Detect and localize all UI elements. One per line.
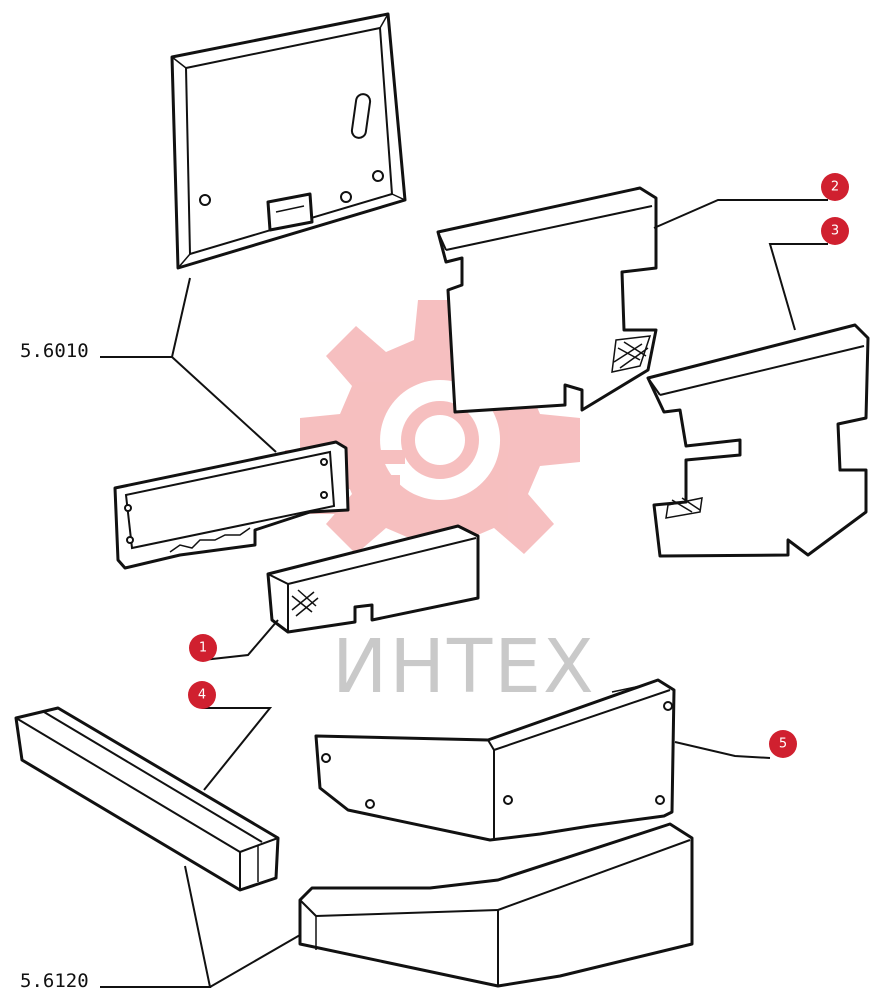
part-code-5-6120: 5.6120 xyxy=(20,970,89,992)
callout-4-label: 4 xyxy=(198,688,206,703)
callout-4[interactable]: 4 xyxy=(188,681,216,709)
base-tray-part xyxy=(298,822,694,988)
callout-5-label: 5 xyxy=(779,737,787,752)
callout-2-label: 2 xyxy=(831,180,839,195)
part-code-5-6010: 5.6010 xyxy=(20,340,89,362)
watermark-text: ИНТЕХ xyxy=(332,624,596,710)
door-frame-part xyxy=(170,12,407,270)
callout-2[interactable]: 2 xyxy=(821,173,849,201)
callout-3-label: 3 xyxy=(831,224,839,239)
leader-lines xyxy=(100,199,828,988)
callout-3[interactable]: 3 xyxy=(821,217,849,245)
callout-1-label: 1 xyxy=(199,641,207,656)
callout-5[interactable]: 5 xyxy=(769,730,797,758)
rail-part-4 xyxy=(14,706,280,892)
angled-panel-part-5 xyxy=(314,678,676,842)
side-panel-part-2 xyxy=(436,186,658,414)
side-panel-part-3 xyxy=(646,323,870,558)
block-part-1 xyxy=(266,524,480,634)
callout-1[interactable]: 1 xyxy=(189,634,217,662)
frame-strip-part xyxy=(113,440,350,570)
